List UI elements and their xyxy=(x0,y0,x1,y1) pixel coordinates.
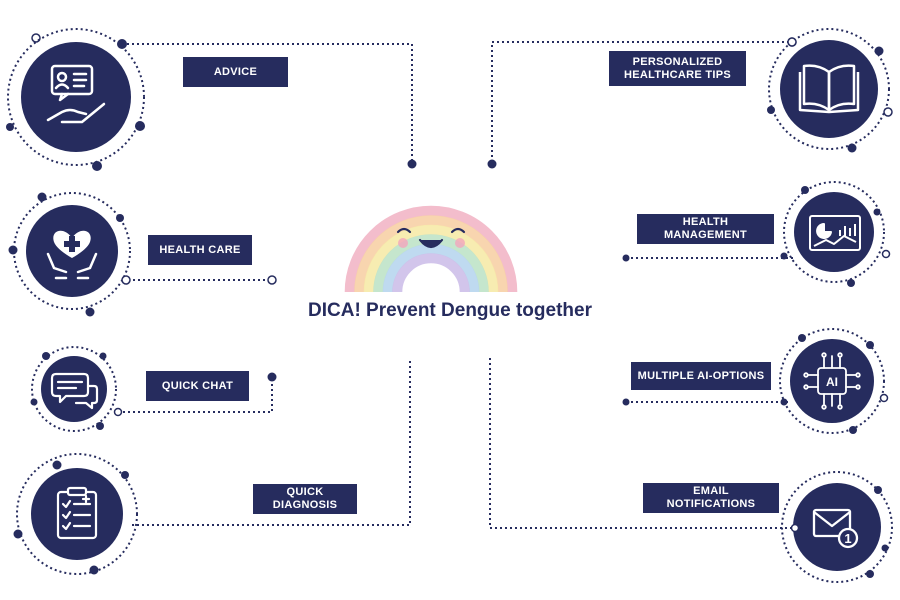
connector-lines xyxy=(118,41,795,529)
advice-node xyxy=(6,28,145,171)
connector-email xyxy=(489,358,795,529)
personalized-tips-node xyxy=(767,28,893,153)
connector-personalized-tips xyxy=(491,41,793,162)
chat-bubbles-icon xyxy=(50,372,99,410)
quick-diagnosis-node xyxy=(13,453,138,575)
rainbow-band xyxy=(344,205,518,293)
dashboard-chart-icon xyxy=(809,215,861,251)
health-management-label: HEALTH MANAGEMENT xyxy=(637,214,774,244)
email-count-badge: 1 xyxy=(844,531,851,546)
quick-chat-label: QUICK CHAT xyxy=(146,371,249,401)
rainbow-band xyxy=(382,243,480,293)
clipboard-checklist-icon xyxy=(56,486,98,540)
multiple-ai-label: MULTIPLE AI-OPTIONS xyxy=(631,362,771,390)
quick-chat-node xyxy=(30,346,123,432)
connector-quick-chat xyxy=(118,378,273,413)
connector-advice xyxy=(122,43,413,162)
connector-endpoints xyxy=(267,159,630,406)
rainbow-band xyxy=(373,234,489,293)
rainbow-face xyxy=(396,227,466,249)
open-book-icon xyxy=(798,64,860,114)
ai-chip-text: AI xyxy=(826,375,838,389)
rainbow-band xyxy=(354,215,508,293)
rainbow-band xyxy=(392,253,470,293)
health-care-label: HEALTH CARE xyxy=(148,235,252,265)
personalized-tips-label: PERSONALIZED HEALTHCARE TIPS xyxy=(609,51,746,86)
email-notifications-label: EMAIL NOTIFICATIONS xyxy=(643,483,779,513)
health-management-node xyxy=(780,181,891,287)
rainbow-band xyxy=(363,224,499,293)
hand-document-icon xyxy=(46,64,106,124)
quick-diagnosis-label: QUICK DIAGNOSIS xyxy=(253,484,357,514)
email-badge-icon xyxy=(812,508,859,549)
rainbow-mascot xyxy=(344,205,518,293)
advice-label: ADVICE xyxy=(183,57,288,87)
center-title: DICA! Prevent Dengue together xyxy=(308,300,592,321)
health-care-node xyxy=(8,192,131,317)
multiple-ai-node: AI xyxy=(779,328,889,434)
email-notifications-node: 1 xyxy=(781,471,893,583)
ai-chip-icon xyxy=(803,352,861,410)
heart-hands-icon xyxy=(46,230,98,280)
